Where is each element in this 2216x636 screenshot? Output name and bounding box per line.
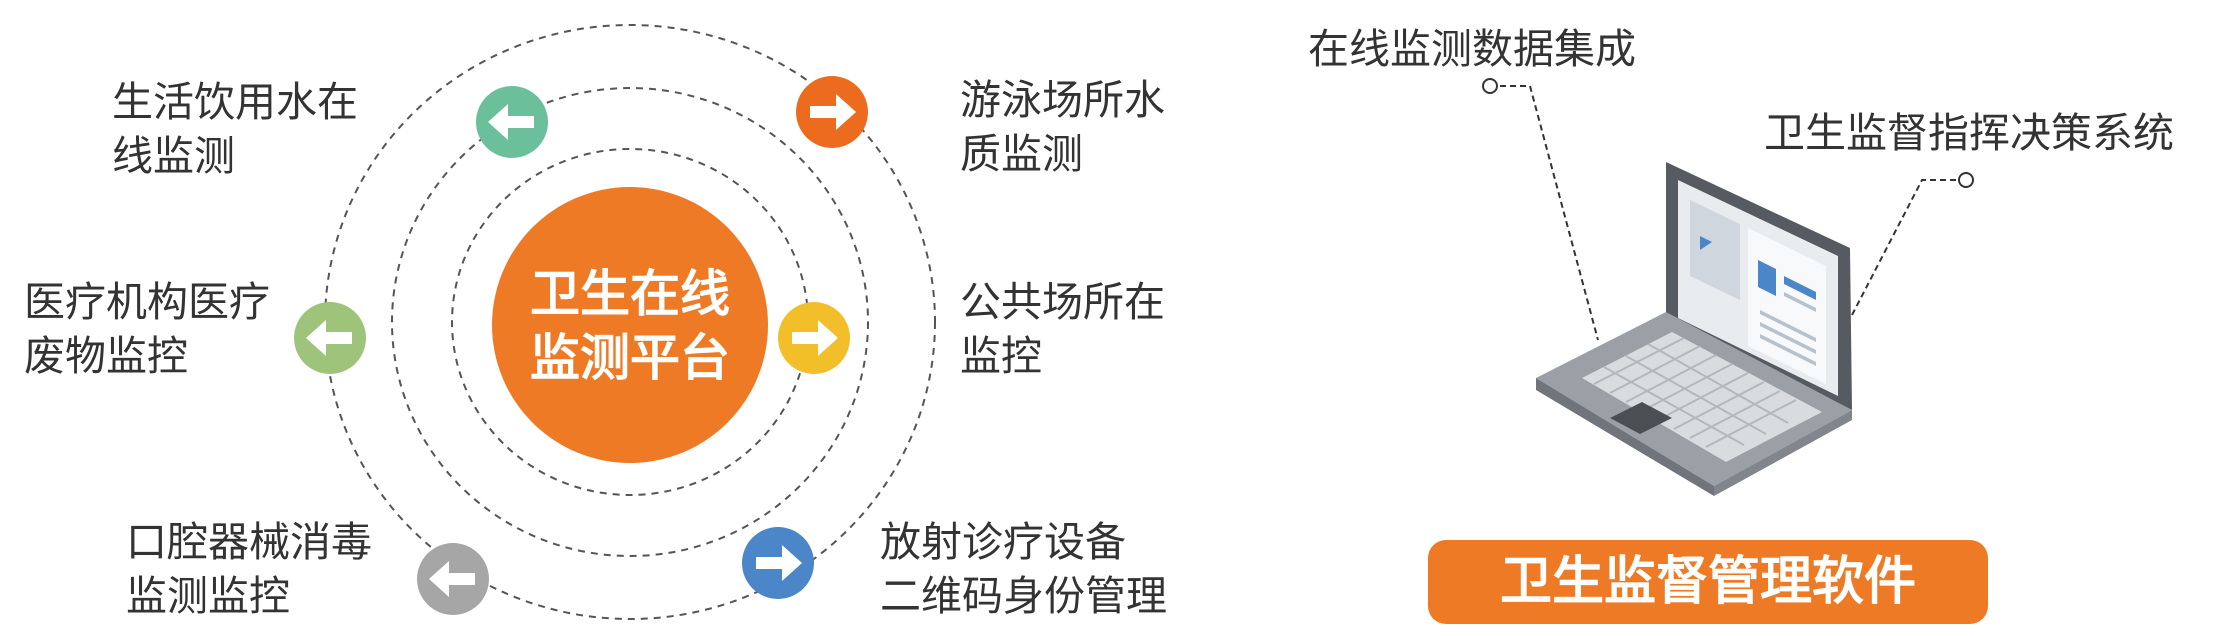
callout-line-command-system — [1851, 179, 1966, 316]
callout-dot-icon — [1482, 78, 1498, 94]
label-line: 二维码身份管理 — [880, 572, 1167, 620]
callout-text: 卫生监督指挥决策系统 — [1764, 109, 2174, 157]
node-oral-disinfection[interactable] — [417, 543, 489, 615]
platform-center-circle — [492, 187, 768, 463]
label-line: 放射诊疗设备 — [880, 518, 1126, 566]
label-public-places: 公共场所在 监控 — [960, 275, 1165, 383]
node-radiology-qr[interactable] — [742, 527, 814, 599]
label-line: 公共场所在 — [960, 278, 1165, 326]
orbit-outer — [324, 24, 936, 620]
node-medical-waste[interactable] — [294, 302, 366, 374]
node-drinking-water[interactable] — [476, 86, 548, 158]
label-line: 生活饮用水在 — [112, 78, 358, 126]
platform-title-line2: 监测平台 — [530, 329, 730, 387]
label-medical-waste: 医疗机构医疗 废物监控 — [24, 275, 270, 383]
label-line: 口腔器械消毒 — [126, 518, 372, 566]
arrow-left-icon — [306, 320, 352, 356]
callout-text: 在线监测数据集成 — [1308, 25, 1636, 73]
orbit-middle — [391, 87, 869, 557]
label-line: 线监测 — [112, 132, 235, 180]
label-swimming-water: 游泳场所水 质监测 — [960, 73, 1165, 181]
label-drinking-water: 生活饮用水在 线监测 — [112, 75, 358, 183]
callout-dot-icon — [1958, 172, 1974, 188]
label-line: 废物监控 — [24, 332, 188, 380]
label-line: 医疗机构医疗 — [24, 278, 270, 326]
label-radiology-qr: 放射诊疗设备 二维码身份管理 — [880, 515, 1167, 623]
label-line: 监测监控 — [126, 572, 290, 620]
callout-line-data-integration — [1490, 85, 1599, 341]
arrow-left-icon — [488, 104, 534, 140]
laptop-icon — [1536, 162, 1852, 496]
callout-label-data-integration: 在线监测数据集成 — [1308, 22, 1636, 76]
software-button[interactable]: 卫生监督管理软件 — [1428, 540, 1988, 624]
arrow-right-icon — [756, 545, 802, 581]
label-line: 质监测 — [960, 130, 1083, 178]
callout-label-command-system: 卫生监督指挥决策系统 — [1764, 106, 2174, 160]
node-swimming-water[interactable] — [796, 76, 868, 148]
label-line: 监控 — [960, 332, 1042, 380]
arrow-right-icon — [792, 320, 838, 356]
arrow-right-icon — [810, 94, 856, 130]
node-public-places[interactable] — [778, 302, 850, 374]
label-oral-disinfection: 口腔器械消毒 监测监控 — [126, 515, 372, 623]
label-line: 游泳场所水 — [960, 76, 1165, 124]
platform-title-line1: 卫生在线 — [530, 265, 730, 323]
arrow-left-icon — [429, 561, 475, 597]
platform-title: 卫生在线 监测平台 — [470, 262, 790, 390]
